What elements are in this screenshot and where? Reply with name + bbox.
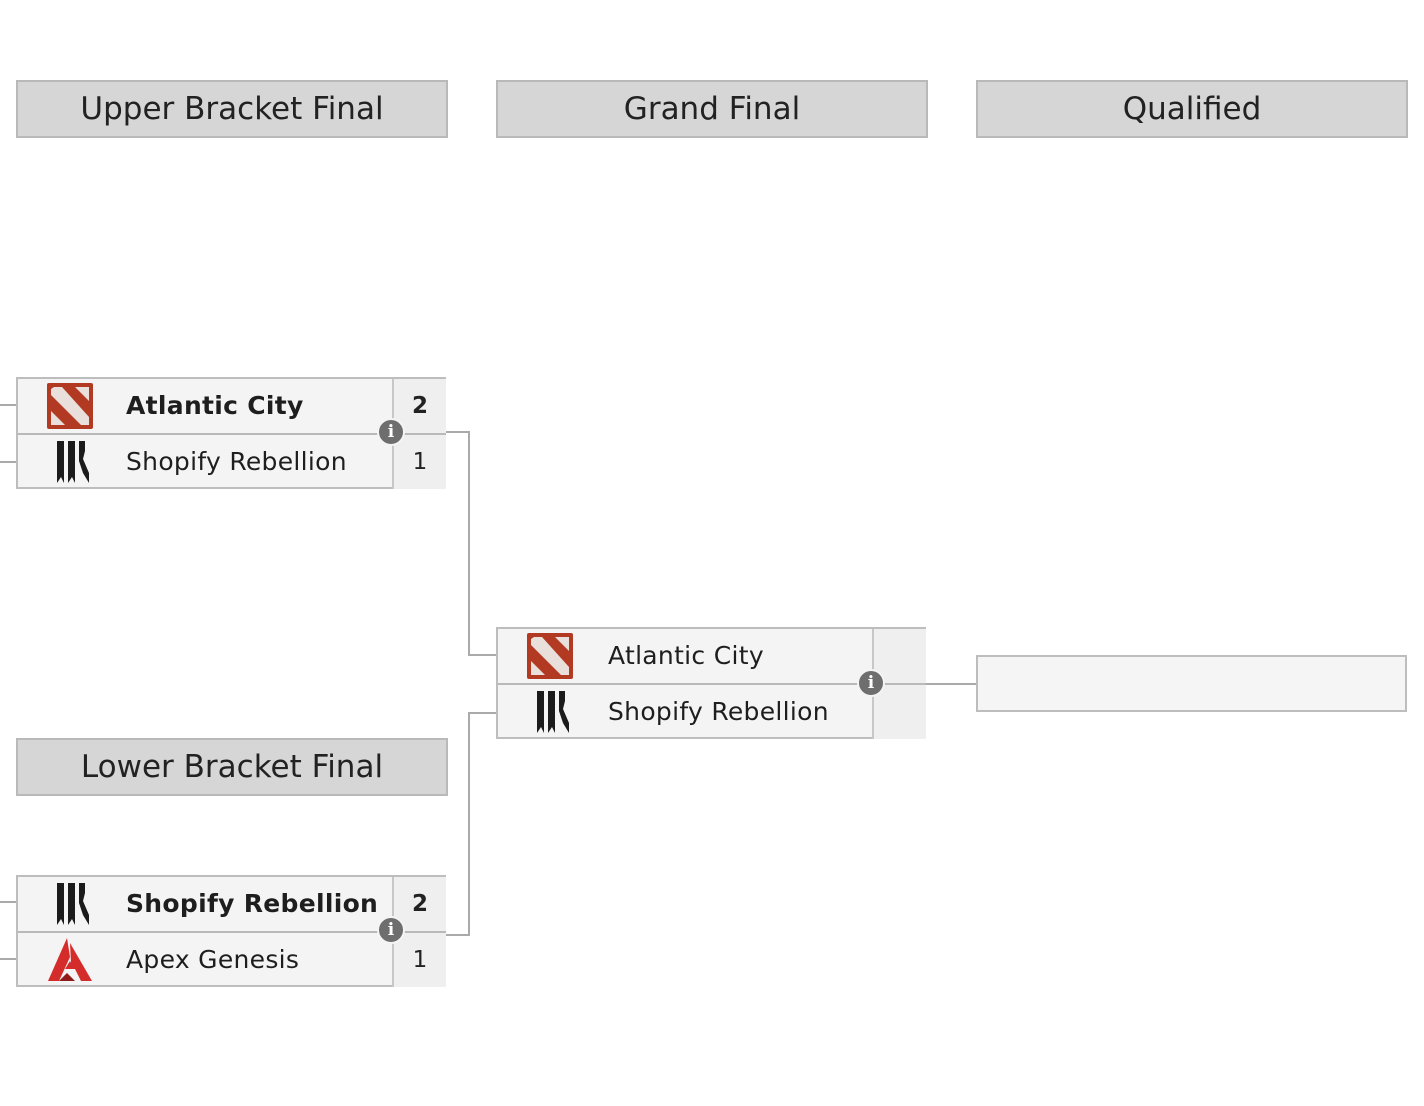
team-score: 1 bbox=[392, 435, 446, 489]
team-row[interactable]: Apex Genesis 1 bbox=[18, 933, 446, 987]
connector-line bbox=[926, 683, 978, 685]
dota-logo-icon bbox=[527, 633, 573, 679]
team-score bbox=[872, 629, 926, 683]
match-lower-bracket-final[interactable]: Shopify Rebellion 2 Apex Genesis 1 bbox=[16, 875, 446, 987]
info-icon[interactable]: i bbox=[857, 669, 885, 697]
header-upper-bracket-final: Upper Bracket Final bbox=[16, 80, 448, 138]
header-label: Qualified bbox=[1122, 91, 1262, 127]
qualified-slot bbox=[976, 655, 1407, 712]
connector-line bbox=[0, 901, 17, 903]
connector-line bbox=[468, 654, 498, 656]
team-score: 1 bbox=[392, 933, 446, 987]
header-label: Grand Final bbox=[623, 91, 801, 127]
dota-logo-icon bbox=[47, 383, 93, 429]
shopify-rebellion-logo-icon bbox=[57, 883, 89, 925]
team-name: Apex Genesis bbox=[126, 945, 300, 974]
shopify-rebellion-logo-icon bbox=[57, 441, 89, 483]
team-name: Shopify Rebellion bbox=[608, 697, 829, 726]
connector-line bbox=[468, 712, 498, 714]
header-lower-bracket-final: Lower Bracket Final bbox=[16, 738, 448, 796]
match-grand-final[interactable]: Atlantic City Shopify Rebellion bbox=[496, 627, 926, 739]
header-grand-final: Grand Final bbox=[496, 80, 928, 138]
team-row[interactable]: Shopify Rebellion bbox=[498, 685, 926, 739]
connector-line bbox=[0, 958, 17, 960]
connector-line bbox=[468, 712, 470, 936]
header-label: Lower Bracket Final bbox=[80, 749, 384, 785]
connector-line bbox=[468, 431, 470, 656]
team-row[interactable]: Atlantic City bbox=[498, 629, 926, 685]
team-row[interactable]: Shopify Rebellion 1 bbox=[18, 435, 446, 489]
team-name: Shopify Rebellion bbox=[126, 889, 379, 918]
connector-line bbox=[0, 461, 17, 463]
apex-genesis-logo-icon bbox=[48, 938, 92, 981]
connector-line bbox=[0, 404, 17, 406]
shopify-rebellion-logo-icon bbox=[537, 691, 569, 733]
team-name: Atlantic City bbox=[126, 391, 304, 420]
header-label: Upper Bracket Final bbox=[80, 91, 384, 127]
team-name: Shopify Rebellion bbox=[126, 447, 347, 476]
connector-line bbox=[446, 934, 470, 936]
team-score bbox=[872, 685, 926, 739]
info-icon[interactable]: i bbox=[377, 418, 405, 446]
info-icon[interactable]: i bbox=[377, 916, 405, 944]
connector-line bbox=[446, 431, 470, 433]
header-qualified: Qualified bbox=[976, 80, 1408, 138]
team-name: Atlantic City bbox=[608, 641, 764, 670]
